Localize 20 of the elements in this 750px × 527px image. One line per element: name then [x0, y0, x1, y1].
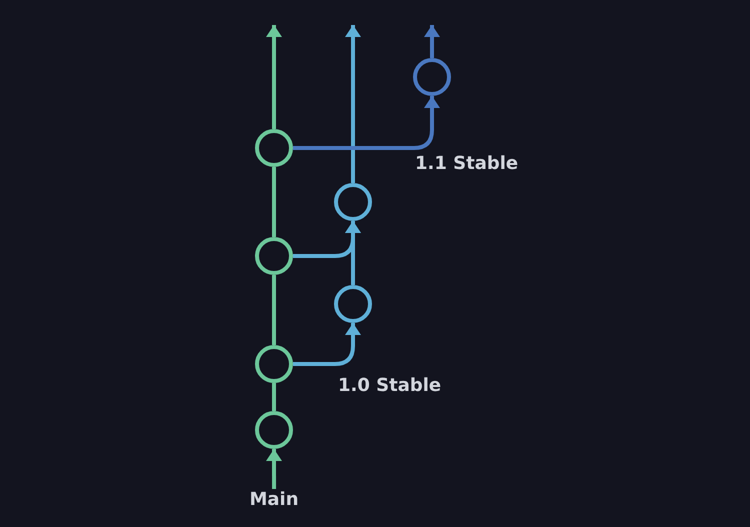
commit-circle [255, 129, 293, 167]
connector-line [272, 383, 276, 411]
connector-line [272, 167, 276, 237]
commit-circle [334, 183, 372, 221]
branch-label: Main [250, 489, 299, 511]
branch-label: 1.1 Stable [415, 153, 518, 175]
arrow [293, 221, 361, 258]
commit-circle [255, 345, 293, 383]
arrow [424, 25, 440, 58]
arrow [266, 449, 282, 489]
arrow [266, 25, 282, 129]
branch-label: 1.0 Stable [338, 375, 442, 397]
commit-circle [255, 411, 293, 449]
commit-circle [334, 285, 372, 323]
connector-line [272, 275, 276, 345]
arrow [345, 25, 361, 183]
commit-circle [255, 237, 293, 275]
arrow [293, 96, 440, 150]
arrow [293, 323, 361, 366]
commit-circle [413, 58, 451, 96]
